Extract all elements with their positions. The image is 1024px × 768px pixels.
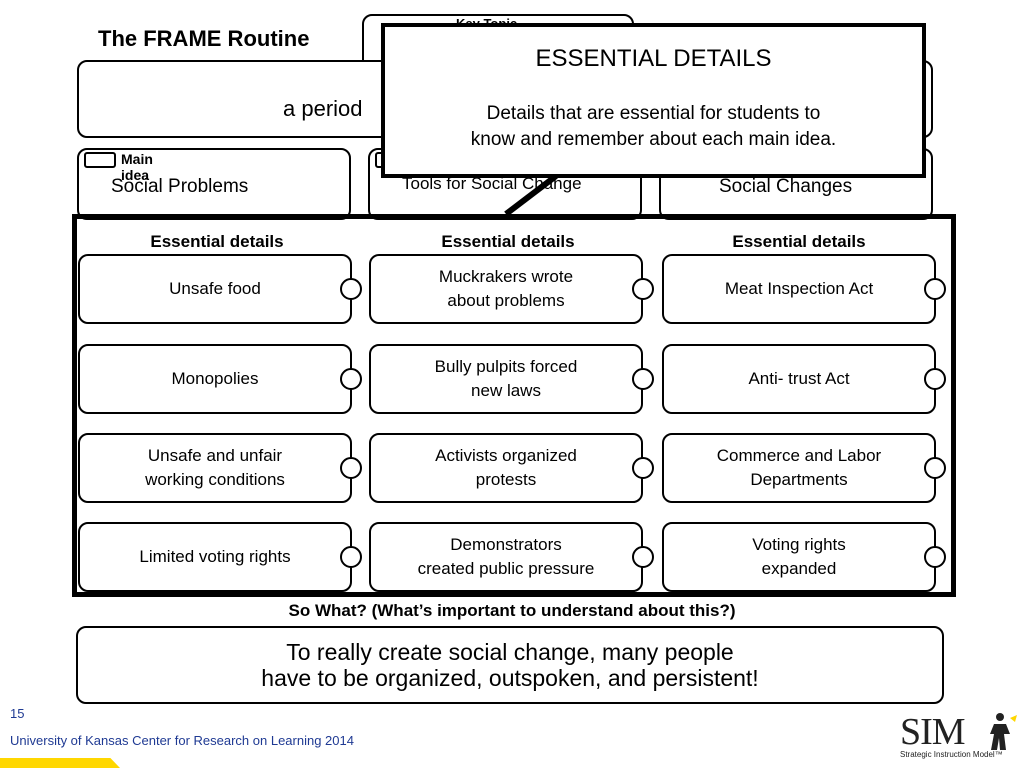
page-title: The FRAME Routine <box>98 26 310 51</box>
detail-cell: Limited voting rights <box>78 522 352 592</box>
essential-details-frame <box>72 214 956 597</box>
connector-circle <box>924 368 946 390</box>
callout-description: Details that are essential for students … <box>470 103 837 150</box>
detail-text: Activists organized protests <box>435 446 577 489</box>
connector-circle <box>340 546 362 568</box>
so-what-answer: To really create social change, many peo… <box>76 626 944 704</box>
essential-details-heading-3: Essential details <box>732 232 866 251</box>
sim-logo-mark: SIM <box>900 711 966 753</box>
detail-text: Unsafe food <box>169 279 261 298</box>
detail-cell: Unsafe food <box>78 254 352 324</box>
main-idea-text: Social Problems <box>111 176 249 197</box>
detail-text: Bully pulpits forced new laws <box>434 357 578 400</box>
main-idea-box-1: Main idea Social Problems <box>77 148 351 220</box>
connector-circle <box>924 278 946 300</box>
connector-circle <box>340 457 362 479</box>
connector-circle <box>340 278 362 300</box>
detail-text: Anti- trust Act <box>748 369 850 388</box>
detail-cell: Unsafe and unfair working conditions <box>78 433 352 503</box>
main-idea-marker <box>84 152 116 168</box>
detail-cell: Bully pulpits forced new laws <box>369 344 643 414</box>
topic-text: a period <box>283 96 363 121</box>
callout-heading: ESSENTIAL DETAILS <box>535 45 772 72</box>
detail-cell: Demonstrators created public pressure <box>369 522 643 592</box>
connector-circle <box>924 546 946 568</box>
essential-details-heading-1: Essential details <box>150 232 284 251</box>
so-what-answer-text: To really create social change, many peo… <box>261 639 759 691</box>
connector-circle <box>632 368 654 390</box>
detail-cell: Voting rights expanded <box>662 522 936 592</box>
detail-cell: Activists organized protests <box>369 433 643 503</box>
page-number: 15 <box>10 706 25 721</box>
so-what-question: So What? (What’s important to understand… <box>288 601 736 620</box>
detail-text: Muckrakers wrote about problems <box>438 267 574 310</box>
detail-text: Demonstrators created public pressure <box>417 535 595 578</box>
connector-circle <box>924 457 946 479</box>
callout-pointer <box>504 173 558 217</box>
detail-text: Limited voting rights <box>139 547 291 566</box>
essential-details-callout: ESSENTIAL DETAILS Details that are essen… <box>381 23 926 178</box>
detail-text: Voting rights expanded <box>752 535 846 578</box>
main-idea-label: Main idea <box>121 151 153 183</box>
detail-text: Meat Inspection Act <box>724 279 874 298</box>
detail-cell: Commerce and Labor Departments <box>662 433 936 503</box>
detail-cell: Anti- trust Act <box>662 344 936 414</box>
essential-details-heading-2: Essential details <box>441 232 575 251</box>
yellow-accent-bar <box>0 758 120 768</box>
sim-figure-icon <box>990 713 1017 750</box>
connector-circle <box>632 457 654 479</box>
connector-circle <box>632 278 654 300</box>
sim-logo: SIM Strategic Instruction Model™ <box>900 711 1020 762</box>
detail-text: Unsafe and unfair working conditions <box>145 446 285 489</box>
detail-text: Commerce and Labor Departments <box>716 446 882 489</box>
connector-circle <box>340 368 362 390</box>
so-what-box <box>76 626 944 704</box>
footer-credit: University of Kansas Center for Research… <box>10 733 354 748</box>
detail-cell: Meat Inspection Act <box>662 254 936 324</box>
main-idea-text: Social Changes <box>719 176 853 197</box>
connector-circle <box>632 546 654 568</box>
sim-logo-tagline: Strategic Instruction Model™ <box>900 750 1003 759</box>
detail-text: Monopolies <box>171 369 259 388</box>
detail-cell: Muckrakers wrote about problems <box>369 254 643 324</box>
detail-cell: Monopolies <box>78 344 352 414</box>
